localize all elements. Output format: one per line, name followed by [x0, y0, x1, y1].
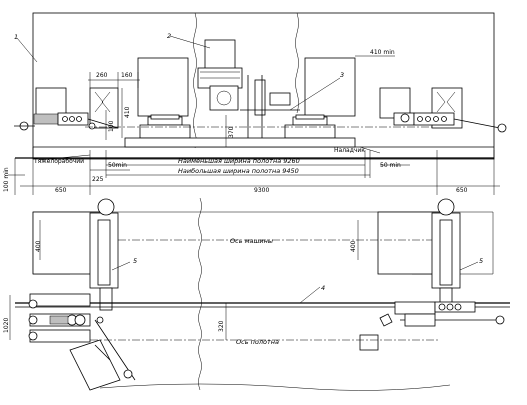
dim-400-left: 400	[35, 240, 42, 252]
dim-50min-right: 50 min	[380, 162, 401, 169]
motor-left	[137, 57, 189, 117]
machine-frame	[32, 12, 495, 160]
label-min-width: Наименьшая ширина полотна 9260	[178, 157, 300, 165]
label-machine-axis: Ось машины	[230, 237, 273, 245]
dim-410min: 410 min	[370, 49, 395, 56]
callout-5-right: 5	[479, 257, 483, 265]
dim-410: 410	[124, 106, 131, 118]
dim-50min-left: 50min	[108, 162, 127, 169]
callout-3: 3	[340, 71, 344, 79]
dim-100: 100	[108, 120, 115, 132]
dim-1020: 1020	[3, 318, 10, 333]
dim-160: 160	[121, 72, 133, 79]
label-left-note: Тяжелорабочий	[33, 158, 84, 165]
plan-view	[9, 197, 510, 391]
dim-650-left: 650	[55, 187, 67, 194]
dim-9300: 9300	[254, 187, 269, 194]
callout-2: 2	[167, 32, 171, 40]
dim-650-right: 650	[456, 187, 468, 194]
label-max-width: Наибольшая ширина полотна 9450	[178, 167, 299, 175]
dim-225: 225	[92, 176, 104, 183]
callout-5-left: 5	[133, 257, 137, 265]
callout-1: 1	[14, 33, 18, 41]
dim-260: 260	[96, 72, 108, 79]
dim-100min: 100 min	[3, 167, 10, 192]
callout-4: 4	[321, 284, 325, 292]
label-right-note: Наладчик	[334, 147, 365, 154]
gear-motor	[204, 39, 236, 71]
dim-370: 370	[228, 126, 235, 138]
label-fabric-axis: Ось полотна	[236, 338, 279, 346]
dim-320: 320	[218, 320, 225, 332]
motor-right	[304, 57, 356, 117]
dim-400-right: 400	[350, 240, 357, 252]
elevation-view	[8, 12, 507, 195]
